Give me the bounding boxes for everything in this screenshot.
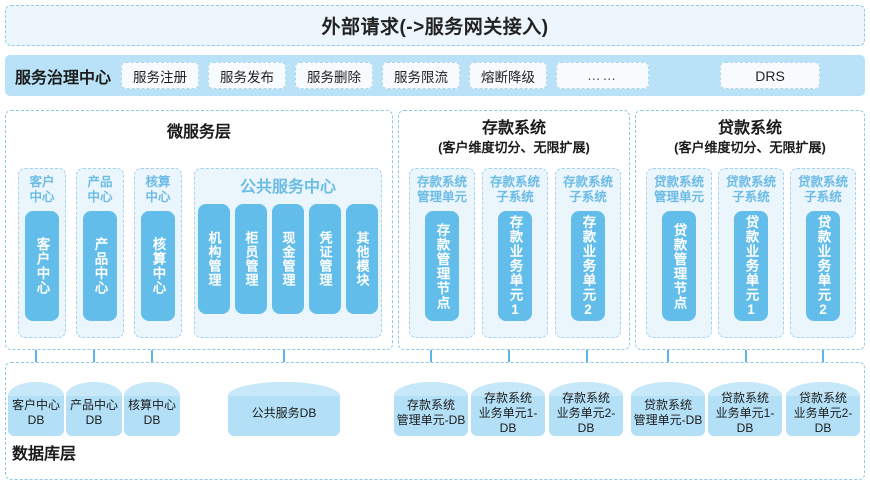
db-deposit-management-unit[interactable]: 存款系统 管理单元-DB [394,382,468,436]
gov-button-circuit-breaker[interactable]: 熔断降级 [469,62,548,89]
microservice-layer-panel: 微服务层 客户 中心 客户中心 产品 中心 产品中心 核算 中心 核算中心 公共… [5,110,393,350]
db-product-center[interactable]: 产品中心 DB [66,382,122,436]
gov-button-service-register[interactable]: 服务注册 [121,62,200,89]
db-product-center-label: 产品中心 DB [69,398,118,427]
db-public-service[interactable]: 公共服务DB [228,382,340,436]
db-loan-business-unit-2[interactable]: 贷款系统 业务单元2-DB [786,382,860,436]
block-teller-management[interactable]: 柜员管理 [235,204,267,314]
card-loan-management-unit[interactable]: 贷款系统 管理单元 贷款管理节点 [646,168,712,338]
db-deposit-business-unit-2[interactable]: 存款系统 业务单元2-DB [549,382,623,436]
card-deposit-subsystem-1[interactable]: 存款系统 子系统 存款业务单元1 [482,168,548,338]
db-accounting-center-label: 核算中心 DB [127,398,176,427]
db-loan-business-unit-1-label: 贷款系统 业务单元1-DB [715,390,775,435]
db-loan-management-unit-label: 贷款系统 管理单元-DB [633,398,703,427]
block-org-management[interactable]: 机构管理 [198,204,230,314]
db-deposit-business-unit-1-label: 存款系统 业务单元1-DB [478,390,538,435]
card-loan-subsystem-1-label: 贷款系统 子系统 [725,175,776,204]
card-deposit-subsystem-1-label: 存款系统 子系统 [489,175,540,204]
gov-button-service-ratelimit[interactable]: 服务限流 [382,62,461,89]
db-deposit-business-unit-2-label: 存款系统 业务单元2-DB [556,390,616,435]
loan-system-subtitle: (客户维度切分、无限扩展) [674,140,826,155]
db-public-service-label: 公共服务DB [251,405,317,420]
db-deposit-management-unit-label: 存款系统 管理单元-DB [396,398,466,427]
external-request-title: 外部请求(->服务网关接入) [321,17,549,38]
deposit-system-header: 存款系统 (客户维度切分、无限扩展) [399,119,629,156]
gov-button-service-publish[interactable]: 服务发布 [208,62,287,89]
card-public-service-center[interactable]: 公共服务中心 机构管理 柜员管理 现金管理 凭证管理 其他模块 [194,168,382,338]
external-request-banner: 外部请求(->服务网关接入) [5,5,865,46]
block-customer-center[interactable]: 客户中心 [25,211,59,321]
deposit-system-subtitle: (客户维度切分、无限扩展) [438,140,590,155]
card-accounting-center-label: 核算 中心 [145,175,171,204]
card-loan-management-unit-label: 贷款系统 管理单元 [653,175,704,204]
public-service-center-label: 公共服务中心 [239,179,336,196]
card-deposit-management-unit-label: 存款系统 管理单元 [416,175,467,204]
card-deposit-subsystem-2[interactable]: 存款系统 子系统 存款业务单元2 [555,168,621,338]
service-governance-bar: 服务治理中心 服务注册 服务发布 服务删除 服务限流 熔断降级 …… DRS [5,55,865,96]
block-deposit-business-unit-1[interactable]: 存款业务单元1 [498,211,532,321]
db-deposit-business-unit-1[interactable]: 存款系统 业务单元1-DB [471,382,545,436]
microservice-layer-title: 微服务层 [166,124,231,141]
card-accounting-center[interactable]: 核算 中心 核算中心 [134,168,182,338]
block-loan-business-unit-1[interactable]: 贷款业务单元1 [734,211,768,321]
block-loan-business-unit-2[interactable]: 贷款业务单元2 [806,211,840,321]
block-loan-management-node[interactable]: 贷款管理节点 [662,211,696,321]
block-deposit-management-node[interactable]: 存款管理节点 [425,211,459,321]
deposit-system-panel: 存款系统 (客户维度切分、无限扩展) 存款系统 管理单元 存款管理节点 存款系统… [398,110,630,350]
db-customer-center[interactable]: 客户中心 DB [8,382,64,436]
gov-button-more[interactable]: …… [556,62,650,89]
db-loan-business-unit-1[interactable]: 贷款系统 业务单元1-DB [708,382,782,436]
block-voucher-management[interactable]: 凭证管理 [309,204,341,314]
gov-button-drs[interactable]: DRS [720,62,821,89]
card-loan-subsystem-1[interactable]: 贷款系统 子系统 贷款业务单元1 [718,168,784,338]
microservice-layer-header: 微服务层 [6,123,392,143]
db-loan-management-unit[interactable]: 贷款系统 管理单元-DB [631,382,705,436]
card-deposit-subsystem-2-label: 存款系统 子系统 [562,175,613,204]
loan-system-panel: 贷款系统 (客户维度切分、无限扩展) 贷款系统 管理单元 贷款管理节点 贷款系统… [635,110,865,350]
public-service-modules: 机构管理 柜员管理 现金管理 凭证管理 其他模块 [198,204,378,314]
card-product-center-label: 产品 中心 [87,175,113,204]
card-loan-subsystem-2-label: 贷款系统 子系统 [797,175,848,204]
db-loan-business-unit-2-label: 贷款系统 业务单元2-DB [793,390,853,435]
db-customer-center-label: 客户中心 DB [11,398,60,427]
block-cash-management[interactable]: 现金管理 [272,204,304,314]
block-product-center[interactable]: 产品中心 [83,211,117,321]
card-customer-center[interactable]: 客户 中心 客户中心 [18,168,66,338]
card-product-center[interactable]: 产品 中心 产品中心 [76,168,124,338]
card-loan-subsystem-2[interactable]: 贷款系统 子系统 贷款业务单元2 [790,168,856,338]
block-other-modules[interactable]: 其他模块 [346,204,378,314]
database-layer-title: 数据库层 [12,446,77,463]
block-deposit-business-unit-2[interactable]: 存款业务单元2 [571,211,605,321]
service-governance-title: 服务治理中心 [15,69,112,87]
gov-button-service-delete[interactable]: 服务删除 [295,62,374,89]
deposit-system-title: 存款系统 [481,120,546,137]
card-deposit-management-unit[interactable]: 存款系统 管理单元 存款管理节点 [409,168,475,338]
db-accounting-center[interactable]: 核算中心 DB [124,382,180,436]
loan-system-title: 贷款系统 [717,120,782,137]
block-accounting-center[interactable]: 核算中心 [141,211,175,321]
loan-system-header: 贷款系统 (客户维度切分、无限扩展) [636,119,864,156]
card-customer-center-label: 客户 中心 [29,175,55,204]
